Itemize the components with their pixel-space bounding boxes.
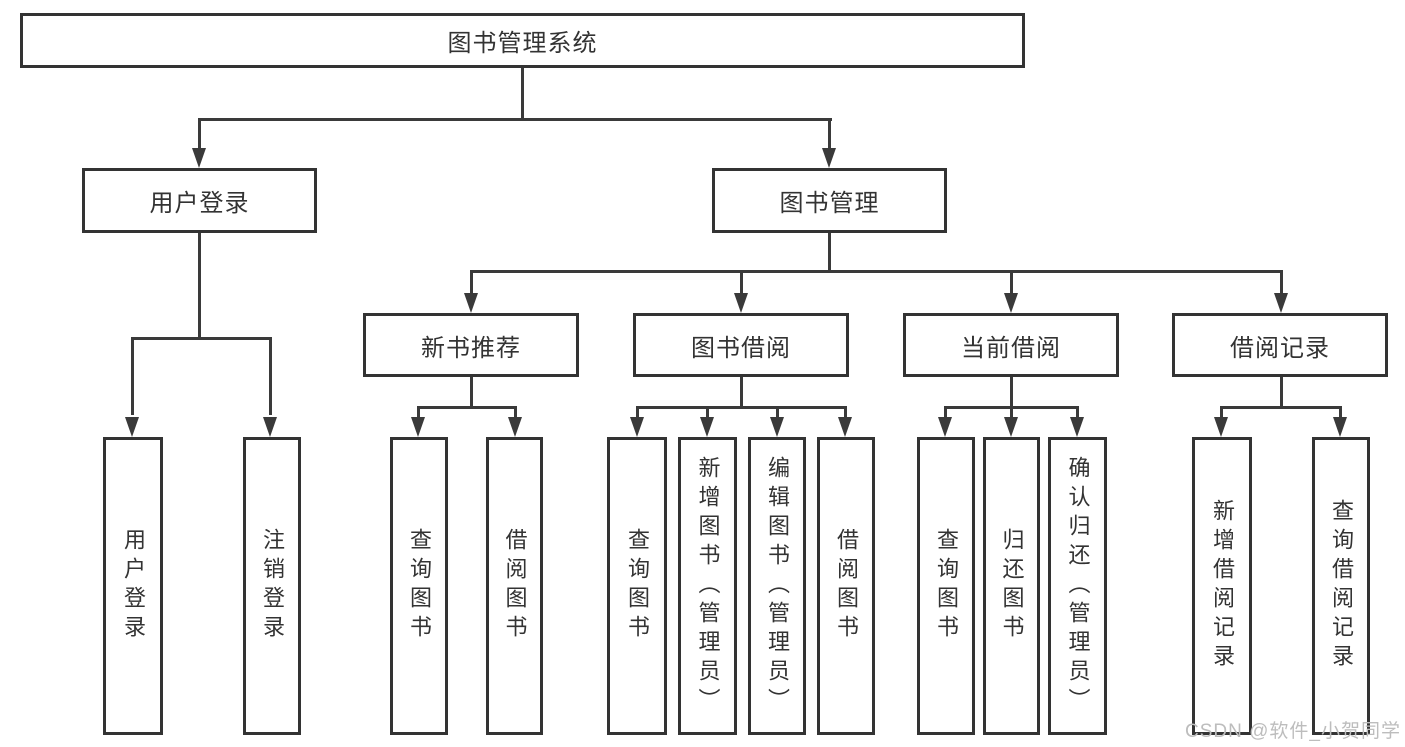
leaf-label: 用户登录 — [121, 528, 146, 644]
connector-line — [828, 118, 831, 150]
node-label: 当前借阅 — [961, 334, 1061, 362]
connector-line — [828, 233, 831, 273]
node-root-system: 图书管理系统 — [20, 13, 1025, 68]
node-label: 借阅记录 — [1230, 334, 1330, 362]
node-label: 新书推荐 — [421, 334, 521, 362]
leaf-query-borrow-record: 查询借阅记录 — [1312, 437, 1370, 735]
connector-line — [1010, 270, 1013, 293]
arrowhead-down-icon — [1333, 417, 1347, 437]
leaf-query-books-recommend: 查询图书 — [390, 437, 448, 735]
leaf-label: 新增图书（管理员） — [695, 455, 721, 717]
arrowhead-down-icon — [734, 293, 748, 313]
arrowhead-down-icon — [1274, 293, 1288, 313]
leaf-label: 归还图书 — [999, 528, 1025, 644]
leaf-return-books: 归还图书 — [983, 437, 1040, 735]
connector-line — [636, 406, 639, 417]
connector-line — [198, 118, 201, 150]
arrowhead-down-icon — [1070, 417, 1084, 437]
connector-line — [521, 68, 524, 121]
leaf-label: 借阅图书 — [502, 528, 528, 644]
arrowhead-down-icon — [263, 417, 277, 437]
connector-line — [470, 377, 473, 409]
arrowhead-down-icon — [1004, 293, 1018, 313]
connector-line — [269, 337, 272, 415]
leaf-borrow-books: 借阅图书 — [817, 437, 875, 735]
leaf-query-books-current: 查询图书 — [917, 437, 975, 735]
node-current-borrowing: 当前借阅 — [903, 313, 1119, 377]
connector-line — [1010, 377, 1013, 409]
node-borrowing-records: 借阅记录 — [1172, 313, 1388, 377]
connector-line — [131, 337, 272, 340]
connector-line — [1220, 406, 1223, 417]
connector-line — [1339, 406, 1342, 417]
connector-line — [198, 233, 201, 340]
arrowhead-down-icon — [125, 417, 139, 437]
arrowhead-down-icon — [822, 148, 836, 168]
leaf-label: 确认归还（管理员） — [1065, 455, 1091, 717]
connector-line — [776, 406, 779, 417]
arrowhead-down-icon — [630, 417, 644, 437]
arrowhead-down-icon — [464, 293, 478, 313]
leaf-label: 查询借阅记录 — [1329, 499, 1354, 673]
leaf-confirm-return-admin: 确认归还（管理员） — [1048, 437, 1107, 735]
leaf-logout: 注销登录 — [243, 437, 301, 735]
leaf-add-books-admin: 新增图书（管理员） — [678, 437, 737, 735]
connector-line — [1280, 270, 1283, 293]
connector-line — [470, 270, 473, 293]
leaf-label: 编辑图书（管理员） — [765, 455, 790, 717]
connector-line — [514, 406, 517, 417]
leaf-label: 注销登录 — [260, 528, 285, 644]
arrowhead-down-icon — [192, 148, 206, 168]
connector-line — [1280, 377, 1283, 409]
connector-line — [1076, 406, 1079, 417]
node-label: 用户登录 — [149, 190, 250, 217]
connector-line — [417, 406, 517, 409]
node-book-management: 图书管理 — [712, 168, 947, 233]
connector-line — [740, 270, 743, 293]
leaf-label: 查询图书 — [625, 528, 650, 644]
arrowhead-down-icon — [938, 417, 952, 437]
node-label: 图书管理 — [779, 190, 880, 217]
connector-line — [131, 337, 134, 415]
leaf-label: 借阅图书 — [834, 528, 859, 644]
node-label: 图书管理系统 — [447, 30, 598, 57]
arrowhead-down-icon — [838, 417, 852, 437]
leaf-label: 查询图书 — [407, 528, 432, 644]
connector-line — [636, 406, 847, 409]
connector-line — [470, 270, 1283, 273]
arrowhead-down-icon — [770, 417, 784, 437]
connector-line — [417, 406, 420, 417]
arrowhead-down-icon — [1004, 417, 1018, 437]
leaf-add-borrow-record: 新增借阅记录 — [1192, 437, 1252, 735]
csdn-watermark: CSDN @软件_小贺同学 — [1185, 721, 1401, 742]
node-user-login: 用户登录 — [82, 168, 317, 233]
connector-line — [198, 118, 832, 121]
arrowhead-down-icon — [700, 417, 714, 437]
arrowhead-down-icon — [411, 417, 425, 437]
leaf-label: 查询图书 — [934, 528, 959, 644]
leaf-user-login: 用户登录 — [103, 437, 163, 735]
leaf-borrow-books-recommend: 借阅图书 — [486, 437, 543, 735]
connector-line — [1220, 406, 1341, 409]
node-book-borrowing: 图书借阅 — [633, 313, 849, 377]
connector-line — [1010, 406, 1013, 417]
leaf-label: 新增借阅记录 — [1210, 499, 1235, 673]
connector-line — [944, 406, 947, 417]
connector-line — [844, 406, 847, 417]
connector-line — [706, 406, 709, 417]
leaf-query-books-borrowing: 查询图书 — [607, 437, 667, 735]
arrowhead-down-icon — [1214, 417, 1228, 437]
node-new-book-recommend: 新书推荐 — [363, 313, 579, 377]
arrowhead-down-icon — [508, 417, 522, 437]
connector-line — [740, 377, 743, 409]
node-label: 图书借阅 — [691, 334, 791, 362]
leaf-edit-books-admin: 编辑图书（管理员） — [748, 437, 806, 735]
